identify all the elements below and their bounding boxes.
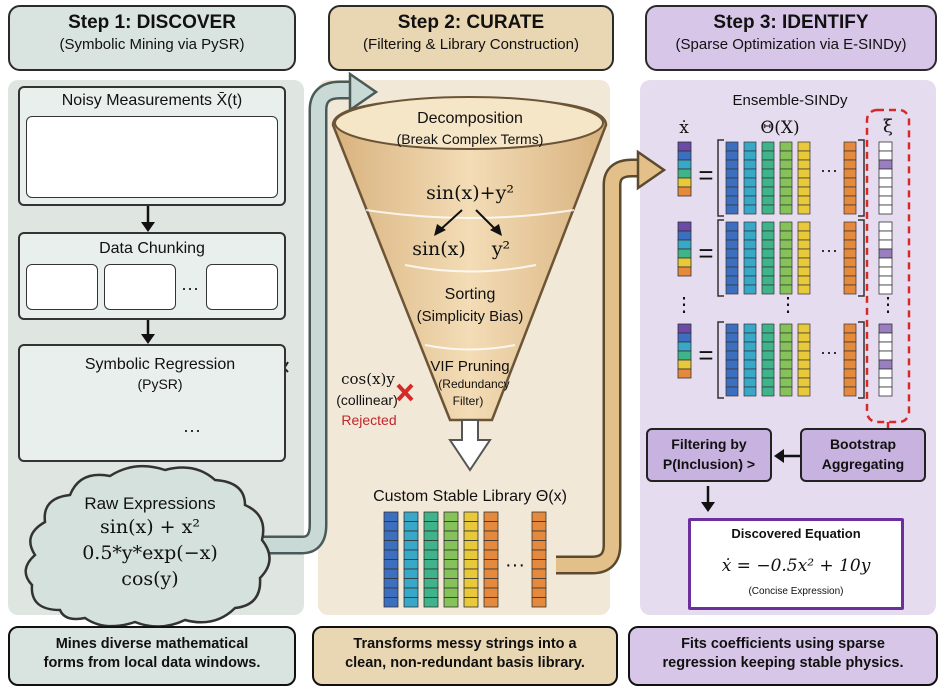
symbolic-regression-sub: (PySR): [137, 376, 183, 392]
filtering-box: [646, 428, 772, 482]
step1-footer-line1: Mines diverse mathematical: [55, 636, 249, 652]
step2-header: Step 2: CURATE (Filtering & Library Cons…: [328, 5, 614, 71]
step1-footer: Mines diverse mathematical forms from lo…: [8, 626, 296, 686]
library-ellipsis: ···: [505, 554, 525, 576]
rejected-expression: cos(x)y: [341, 370, 395, 388]
discovered-equation-box: [688, 518, 904, 610]
vif-title: VIF Pruning: [430, 358, 510, 375]
sindy-row-3: [677, 321, 893, 399]
filtering-line2: P(Inclusion) >: [662, 456, 756, 472]
chunk-1: [26, 264, 98, 310]
funnel-output-arrow: [448, 419, 492, 472]
bootstrap-box: [800, 428, 926, 482]
sindy-row-1: [677, 139, 893, 217]
library-column-1: [383, 511, 399, 608]
equals-3: =: [698, 340, 714, 370]
step2-title: Step 2: CURATE: [397, 12, 545, 33]
theta-label: Θ(X): [760, 118, 800, 138]
noisy-measurements-label: Noisy Measurements X̄(t): [61, 92, 243, 109]
row-ellipsis-2: ···: [820, 240, 838, 260]
equals-2: =: [698, 238, 714, 268]
step1-footer-line2: forms from local data windows.: [43, 655, 261, 671]
decomposition-sub: (Break Complex Terms): [396, 131, 544, 147]
chunk-ellipsis: ···: [181, 278, 199, 298]
raw-expression-3: cos(y): [121, 568, 179, 590]
arrow-head-identify: [636, 149, 667, 191]
library-column-7: [531, 511, 547, 608]
expr-left: sin(x): [412, 238, 466, 260]
noisy-signal-frame: [26, 116, 278, 198]
xi-label: ξ: [883, 116, 893, 137]
library-label: Custom Stable Library Θ(x): [373, 488, 567, 505]
expr-right: y²: [491, 238, 511, 260]
vif-sub2: Filter): [452, 394, 484, 408]
tree-ellipsis: ···: [183, 420, 201, 440]
step1-subtitle: (Symbolic Mining via PySR): [59, 36, 245, 53]
sorting-sub: (Simplicity Bias): [416, 308, 524, 325]
equation-title: Discovered Equation: [731, 526, 861, 541]
step3-subtitle: (Sparse Optimization via E-SINDy): [675, 36, 907, 53]
xdot-label: ẋ: [679, 118, 689, 138]
row-ellipsis-3: ···: [820, 342, 838, 362]
filtering-line1: Filtering by: [671, 436, 747, 452]
filter-to-equation-arrow: [701, 502, 715, 512]
equation-note: (Concise Expression): [748, 586, 844, 597]
chunk-3: [206, 264, 278, 310]
library-column-4: [443, 511, 459, 608]
raw-expressions-title: Raw Expressions: [84, 494, 216, 513]
vdots-2: ⋮: [778, 294, 798, 316]
vdots-1: ⋮: [674, 294, 694, 316]
library-column-5: [463, 511, 479, 608]
symbolic-regression-box: [18, 344, 286, 462]
arrow-head-funnel: [348, 71, 379, 113]
data-chunking-label: Data Chunking: [99, 240, 205, 257]
vdots-3: ⋮: [878, 294, 898, 316]
symbolic-regression-label: Symbolic Regression: [84, 356, 236, 373]
step3-footer-line1: Fits coefficients using sparse: [681, 636, 885, 652]
rejected-note: (collinear): [336, 392, 398, 408]
funnel-rim: [334, 96, 604, 150]
step2-footer-line2: clean, non-redundant basis library.: [345, 655, 585, 671]
library-column-2: [403, 511, 419, 608]
chunk-2: [104, 264, 176, 310]
vif-sub1: (Redundancy: [438, 377, 510, 391]
step2-footer-line1: Transforms messy strings into a: [353, 636, 577, 652]
library-column-6: [483, 511, 499, 608]
arrow-down-2: [141, 334, 155, 344]
step3-footer-line2: regression keeping stable physics.: [662, 655, 904, 671]
raw-expression-1: sin(x) + x²: [100, 516, 200, 538]
ensemble-label: Ensemble-SINDy: [732, 92, 848, 109]
step2-footer: Transforms messy strings into a clean, n…: [312, 626, 618, 686]
step1-header: Step 1: DISCOVER (Symbolic Mining via Py…: [8, 5, 296, 71]
bootstrap-line1: Bootstrap: [829, 436, 897, 452]
step2-subtitle: (Filtering & Library Construction): [363, 36, 579, 53]
step3-title: Step 3: IDENTIFY: [713, 12, 869, 33]
sindy-row-2: [677, 219, 893, 297]
expr-top: sin(x)+y²: [426, 182, 514, 204]
library-column-3: [423, 511, 439, 608]
rejected-label: Rejected: [341, 412, 397, 428]
rejected-x-icon: [396, 383, 414, 402]
equals-1: =: [698, 160, 714, 190]
decomposition-title: Decomposition: [417, 110, 523, 127]
raw-expression-2: 0.5*y*exp(−x): [82, 542, 218, 564]
step1-title: Step 1: DISCOVER: [68, 12, 236, 33]
step3-footer: Fits coefficients using sparse regressio…: [628, 626, 938, 686]
row-ellipsis-1: ···: [820, 160, 838, 180]
discovered-equation: ẋ = −0.5x² + 10y: [721, 556, 871, 576]
bootstrap-line2: Aggregating: [821, 456, 905, 472]
step3-header: Step 3: IDENTIFY (Sparse Optimization vi…: [645, 5, 937, 71]
sorting-title: Sorting: [444, 286, 496, 303]
arrow-down-1: [141, 222, 155, 232]
bootstrap-to-filter-arrow: [774, 449, 784, 463]
xi-dashed-box: [865, 108, 911, 424]
